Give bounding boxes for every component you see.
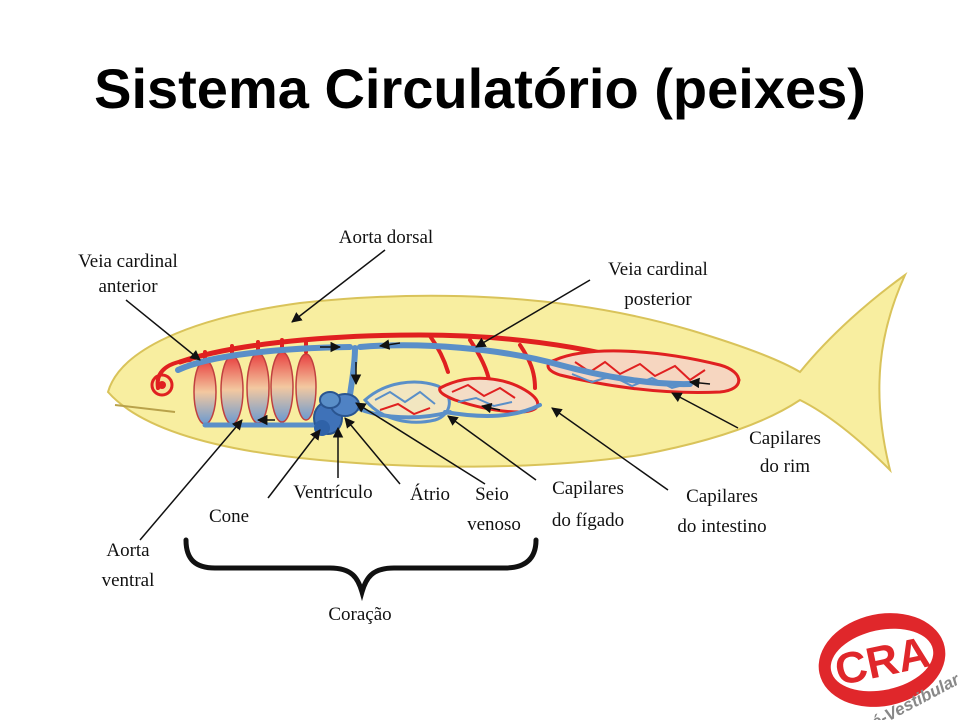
leader-cone (267, 429, 321, 499)
label-atrio: Átrio (410, 483, 450, 505)
label-capilares-figado-2: do fígado (552, 510, 624, 531)
fish-body (106, 272, 908, 474)
leader-atrio (344, 417, 401, 485)
veins (175, 342, 693, 428)
leader-aorta-dorsal (291, 249, 386, 323)
label-capilares-rim-2: do rim (760, 456, 810, 477)
leader-capilares-intestino (551, 407, 669, 491)
leader-lines (125, 249, 739, 541)
cra-logo: CRA Pré-Vestibular (818, 613, 960, 720)
heart (313, 391, 360, 436)
liver-capillaries (362, 380, 451, 424)
label-seio-venoso-2: venoso (467, 514, 521, 535)
label-ventriculo: Ventrículo (293, 482, 372, 503)
label-aorta-ventral-1: Aorta (106, 540, 150, 561)
label-capilares-figado-1: Capilares (552, 478, 624, 499)
leader-veia-cardinal-posterior (475, 279, 591, 348)
leader-veia-cardinal-anterior (125, 299, 201, 361)
label-veia-cardinal-posterior-2: posterior (624, 289, 692, 310)
label-veia-cardinal-anterior-1: Veia cardinal (78, 251, 178, 272)
label-capilares-intestino-1: Capilares (686, 486, 758, 507)
leader-capilares-rim (671, 392, 739, 429)
label-veia-cardinal-anterior-2: anterior (98, 276, 158, 297)
label-aorta-ventral-2: ventral (102, 570, 155, 591)
label-seio-venoso-1: Seio (475, 484, 509, 505)
leader-aorta-ventral (139, 419, 243, 541)
page-title: Sistema Circulatório (peixes) (94, 57, 866, 120)
label-coracao: Coração (328, 604, 391, 625)
flow-arrows (256, 339, 711, 426)
leader-capilares-figado (447, 415, 537, 481)
label-veia-cardinal-posterior-1: Veia cardinal (608, 259, 708, 280)
label-capilares-rim-1: Capilares (749, 428, 821, 449)
coracao-brace (183, 537, 539, 602)
label-cone: Cone (209, 506, 249, 527)
label-aorta-dorsal: Aorta dorsal (339, 227, 433, 248)
label-capilares-intestino-2: do intestino (677, 516, 766, 537)
leader-seio-venoso (355, 402, 486, 485)
